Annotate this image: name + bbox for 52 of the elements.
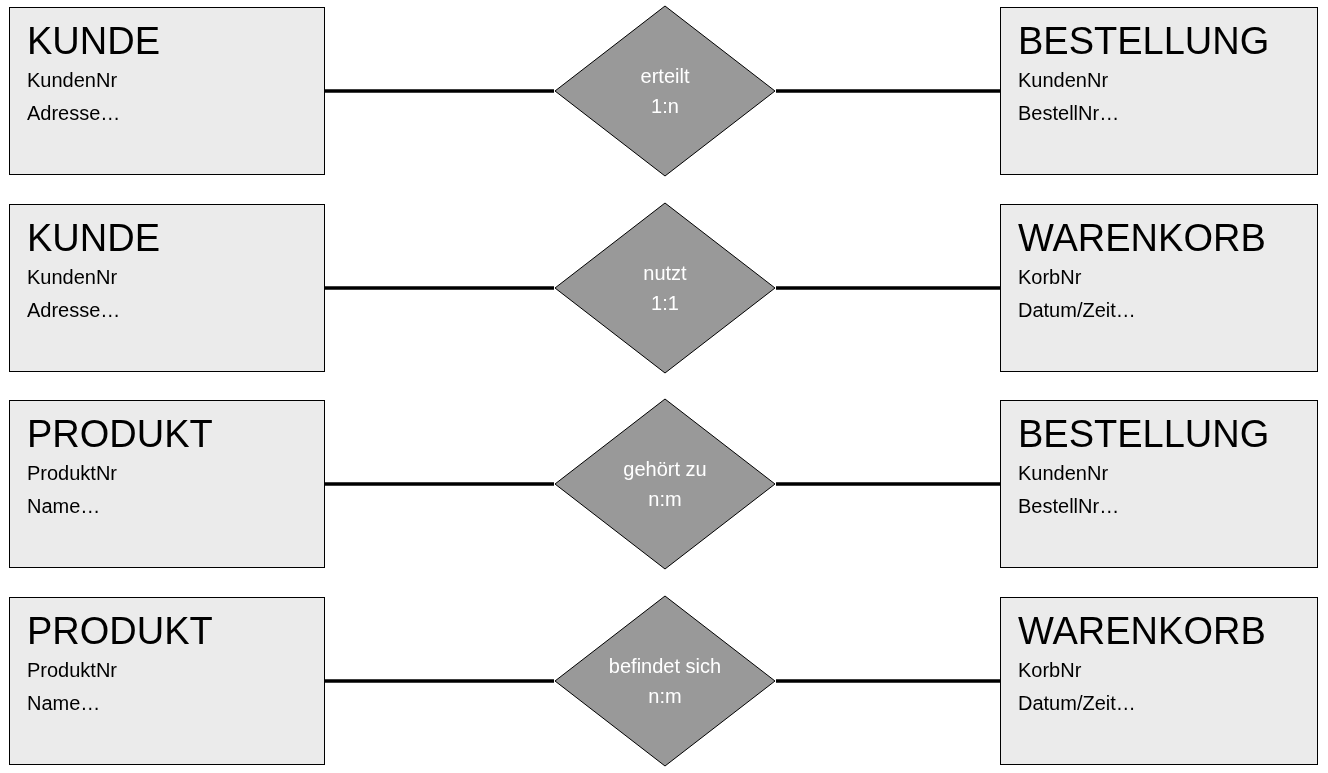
attribute: KundenNr: [27, 68, 119, 93]
attribute: KundenNr: [1018, 68, 1110, 93]
attribute: KundenNr: [1018, 461, 1110, 486]
cardinality: n:m: [648, 684, 682, 709]
entity-name: WARENKORB: [1018, 216, 1267, 261]
entity-name: PRODUKT: [27, 609, 214, 654]
entity-name: WARENKORB: [1018, 609, 1267, 654]
connector-line: [325, 286, 554, 290]
entity-box: [9, 400, 325, 568]
relationship-diamond: [554, 202, 776, 374]
attribute: ProduktNr: [27, 658, 119, 683]
attribute: KorbNr: [1018, 658, 1083, 683]
entity-box: [1000, 7, 1318, 175]
entity-name: KUNDE: [27, 216, 162, 261]
cardinality: n:m: [648, 487, 682, 512]
attribute: BestellNr…: [1018, 101, 1121, 126]
entity-name: PRODUKT: [27, 412, 214, 457]
connector-line: [776, 89, 1000, 93]
connector-line: [325, 482, 554, 486]
attribute: BestellNr…: [1018, 494, 1121, 519]
relationship-diamond: [554, 595, 776, 767]
entity-box: [1000, 400, 1318, 568]
attribute: ProduktNr: [27, 461, 119, 486]
attribute: KundenNr: [27, 265, 119, 290]
connector-line: [776, 482, 1000, 486]
connector-line: [325, 89, 554, 93]
relationship-name: nutzt: [643, 261, 687, 286]
entity-name: BESTELLUNG: [1018, 19, 1271, 64]
entity-box: [9, 7, 325, 175]
relationship-name: gehört zu: [623, 457, 707, 482]
attribute: Adresse…: [27, 101, 122, 126]
entity-box: [9, 597, 325, 765]
relationship-name: erteilt: [640, 64, 690, 89]
entity-box: [9, 204, 325, 372]
entity-name: BESTELLUNG: [1018, 412, 1271, 457]
connector-line: [325, 679, 554, 683]
connector-line: [776, 286, 1000, 290]
entity-box: [1000, 204, 1318, 372]
cardinality: 1:n: [651, 94, 679, 119]
cardinality: 1:1: [651, 291, 679, 316]
attribute: Name…: [27, 494, 102, 519]
relationship-name: befindet sich: [608, 654, 722, 679]
attribute: Datum/Zeit…: [1018, 298, 1137, 323]
entity-name: KUNDE: [27, 19, 162, 64]
relationship-diamond: [554, 398, 776, 570]
attribute: Datum/Zeit…: [1018, 691, 1137, 716]
attribute: Adresse…: [27, 298, 122, 323]
attribute: Name…: [27, 691, 102, 716]
relationship-diamond: [554, 5, 776, 177]
connector-line: [776, 679, 1000, 683]
entity-box: [1000, 597, 1318, 765]
attribute: KorbNr: [1018, 265, 1083, 290]
